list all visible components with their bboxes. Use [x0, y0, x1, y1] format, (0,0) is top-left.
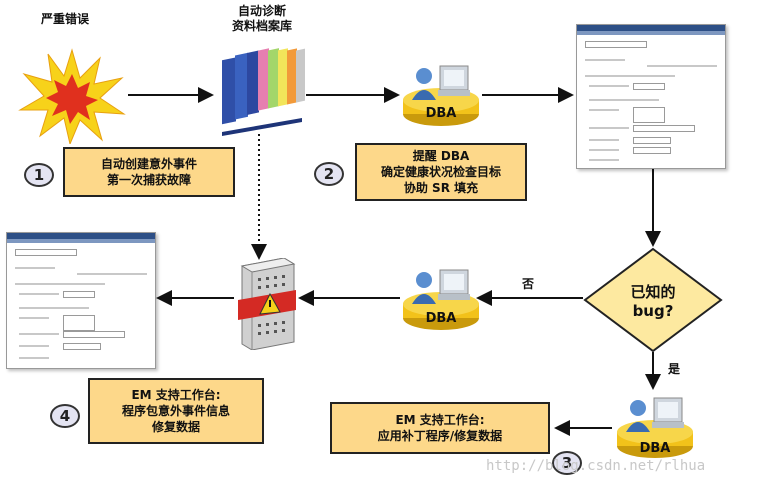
screenshot-icon-left [6, 232, 156, 369]
screenshot-icon [576, 24, 726, 169]
repository-title-line2: 资料档案库 [231, 19, 292, 33]
step-3-line2: 应用补丁程序/修复数据 [377, 429, 503, 443]
watermark: http://blog.csdn.net/rlhua [486, 458, 706, 474]
step-2-line1: 提醒 DBA [412, 149, 470, 163]
step-4-line1: EM 支持工作台: [131, 388, 221, 402]
critical-error-label: 严重错误 [40, 12, 89, 26]
step-2-line2: 确定健康状况检查目标 [380, 165, 501, 179]
dba-database-icon-middle [403, 269, 479, 330]
repository-title: 自动诊断 资料档案库 [214, 4, 310, 34]
step-2-badge: 2 [314, 162, 344, 186]
step-4-box: EM 支持工作台: 程序包意外事件信息 修复数据 [88, 378, 264, 444]
step-1-badge: 1 [24, 163, 54, 187]
step-3-box: EM 支持工作台: 应用补丁程序/修复数据 [330, 402, 550, 454]
server-warning-icon [238, 258, 296, 350]
decision-line2: bug? [632, 302, 674, 320]
dba-database-icon-bottom [617, 397, 693, 458]
books-icon [222, 48, 305, 136]
no-label: 否 [521, 277, 534, 291]
repository-title-line1: 自动诊断 [237, 4, 286, 18]
step-4-line3: 修复数据 [151, 420, 200, 434]
decision-diamond [583, 247, 723, 353]
dba-label-bottom: DBA [639, 441, 671, 456]
step-2-box: 提醒 DBA 确定健康状况检查目标 协助 SR 填充 [355, 143, 527, 201]
step-1-line1: 自动创建意外事件 [100, 157, 197, 171]
decision-line1: 已知的 [630, 283, 676, 301]
step-4-badge: 4 [50, 404, 80, 428]
dba-label-top: DBA [425, 106, 457, 121]
dba-database-icon [403, 65, 479, 126]
step-3-badge: 3 [552, 451, 582, 475]
decision-text: 已知的 bug? [612, 283, 694, 321]
step-3-line1: EM 支持工作台: [395, 413, 485, 427]
step-2-line3: 协助 SR 填充 [403, 181, 479, 195]
explosion-icon [18, 48, 126, 144]
step-4-line2: 程序包意外事件信息 [121, 404, 230, 418]
step-1-box: 自动创建意外事件 第一次捕获故障 [63, 147, 235, 197]
step-1-line2: 第一次捕获故障 [106, 173, 191, 187]
dba-label-middle: DBA [425, 311, 457, 326]
yes-label: 是 [667, 362, 680, 376]
